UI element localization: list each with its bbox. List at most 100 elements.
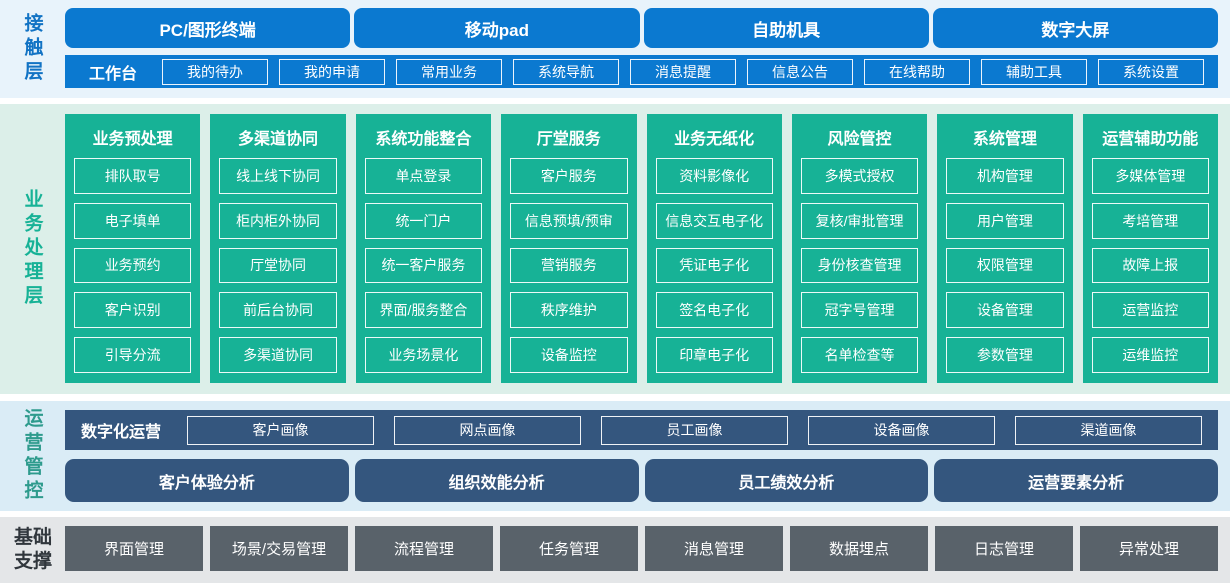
business-item: 凭证电子化 (655, 247, 773, 284)
terminal-row: PC/图形终端 移动pad 自助机具 数字大屏 (65, 8, 1218, 48)
column-operation-auxiliary-functions: 运营辅助功能 多媒体管理 考培管理 故障上报 运营监控 运维监控 (1082, 114, 1218, 383)
analytics-organization-efficiency: 组织效能分析 (354, 459, 639, 502)
business-layer-label: 业务处理层 (21, 189, 43, 309)
business-item: 用户管理 (946, 202, 1064, 239)
analytics-employee-performance: 员工绩效分析 (644, 459, 929, 502)
profile-device: 设备画像 (808, 415, 996, 445)
column-paperless-business: 业务无纸化 资料影像化 信息交互电子化 凭证电子化 签名电子化 印章电子化 (646, 114, 782, 383)
business-item: 排队取号 (74, 158, 192, 194)
workbench-bar: 工作台 我的待办 我的申请 常用业务 系统导航 消息提醒 信息公告 在线帮助 辅… (65, 55, 1218, 88)
business-item: 冠字号管理 (800, 292, 919, 329)
foundation-task-management: 任务管理 (500, 526, 638, 571)
business-item: 故障上报 (1091, 247, 1209, 284)
column-items: 多媒体管理 考培管理 故障上报 运营监控 运维监控 (1091, 158, 1209, 373)
business-item: 单点登录 (364, 158, 483, 194)
workbench-item-common-business: 常用业务 (396, 58, 503, 85)
business-item: 权限管理 (946, 247, 1064, 284)
business-layer-content: 业务预处理 排队取号 电子填单 业务预约 客户识别 引导分流 多渠道协同 线上线… (65, 114, 1218, 383)
column-items: 机构管理 用户管理 权限管理 设备管理 参数管理 (946, 158, 1064, 373)
business-item: 前后台协同 (219, 292, 337, 329)
column-multichannel-collaboration: 多渠道协同 线上线下协同 柜内柜外协同 厅堂协同 前后台协同 多渠道协同 (210, 114, 346, 383)
column-business-preprocessing: 业务预处理 排队取号 电子填单 业务预约 客户识别 引导分流 (65, 114, 201, 383)
section-foundation-layer: 基础支撑 界面管理 场景/交易管理 流程管理 任务管理 消息管理 数据埋点 日志… (0, 517, 1230, 583)
business-item: 印章电子化 (655, 337, 773, 373)
business-item: 设备监控 (510, 337, 628, 373)
business-item: 引导分流 (74, 337, 192, 373)
business-item: 名单检查等 (800, 337, 919, 373)
foundation-interface-management: 界面管理 (65, 526, 203, 571)
contact-layer-label: 接触层 (21, 13, 43, 85)
column-items: 单点登录 统一门户 统一客户服务 界面/服务整合 业务场景化 (364, 158, 483, 373)
analytics-operation-elements: 运营要素分析 (934, 459, 1218, 502)
workbench-item-applications: 我的申请 (279, 58, 386, 85)
column-risk-control: 风险管控 多模式授权 复核/审批管理 身份核查管理 冠字号管理 名单检查等 (791, 114, 928, 383)
foundation-exception-handling: 异常处理 (1080, 526, 1218, 571)
workbench-item-announcements: 信息公告 (747, 58, 854, 85)
business-item: 多渠道协同 (219, 337, 337, 373)
column-title: 系统功能整合 (375, 131, 472, 148)
column-title: 风险管控 (827, 131, 892, 148)
business-item: 机构管理 (946, 158, 1064, 194)
foundation-data-tracking: 数据埋点 (790, 526, 928, 571)
column-title: 业务无纸化 (674, 131, 755, 148)
foundation-layer-content: 界面管理 场景/交易管理 流程管理 任务管理 消息管理 数据埋点 日志管理 异常… (65, 526, 1218, 571)
column-title: 业务预处理 (92, 131, 173, 148)
digital-operations-bar: 数字化运营 客户画像 网点画像 员工画像 设备画像 渠道画像 (65, 410, 1218, 450)
terminal-self-service: 自助机具 (643, 8, 929, 48)
business-item: 运营监控 (1091, 292, 1209, 329)
business-item: 营销服务 (510, 247, 628, 284)
foundation-log-management: 日志管理 (935, 526, 1073, 571)
profile-channel: 渠道画像 (1015, 415, 1203, 445)
profile-customer: 客户画像 (187, 415, 375, 445)
business-item: 统一客户服务 (364, 247, 483, 284)
column-items: 线上线下协同 柜内柜外协同 厅堂协同 前后台协同 多渠道协同 (219, 158, 337, 373)
section-operations-layer: 运营管控 数字化运营 客户画像 网点画像 员工画像 设备画像 渠道画像 客户体验… (0, 401, 1230, 511)
business-item: 界面/服务整合 (364, 292, 483, 329)
operations-layer-content: 数字化运营 客户画像 网点画像 员工画像 设备画像 渠道画像 客户体验分析 组织… (65, 410, 1218, 502)
contact-layer-content: PC/图形终端 移动pad 自助机具 数字大屏 工作台 我的待办 我的申请 常用… (65, 8, 1218, 88)
foundation-message-management: 消息管理 (645, 526, 783, 571)
foundation-scene-transaction-management: 场景/交易管理 (210, 526, 348, 571)
analytics-row: 客户体验分析 组织效能分析 员工绩效分析 运营要素分析 (65, 459, 1218, 502)
workbench-item-system-settings: 系统设置 (1098, 58, 1205, 85)
analytics-customer-experience: 客户体验分析 (65, 459, 349, 502)
business-item: 资料影像化 (655, 158, 773, 194)
workbench-item-online-help: 在线帮助 (864, 58, 971, 85)
terminal-mobile-pad: 移动pad (354, 8, 640, 48)
section-business-layer: 业务处理层 业务预处理 排队取号 电子填单 业务预约 客户识别 引导分流 多渠道… (0, 104, 1230, 394)
business-item: 电子填单 (74, 202, 192, 239)
workbench-item-message-alert: 消息提醒 (630, 58, 737, 85)
business-item: 客户识别 (74, 292, 192, 329)
column-items: 多模式授权 复核/审批管理 身份核查管理 冠字号管理 名单检查等 (800, 158, 919, 373)
foundation-layer-label: 基础支撑 (13, 527, 52, 572)
workbench-item-aux-tools: 辅助工具 (981, 58, 1088, 85)
business-item: 信息预填/预审 (510, 202, 628, 239)
foundation-process-management: 流程管理 (355, 526, 493, 571)
column-items: 排队取号 电子填单 业务预约 客户识别 引导分流 (74, 158, 192, 373)
business-item: 业务预约 (74, 247, 192, 284)
column-items: 客户服务 信息预填/预审 营销服务 秩序维护 设备监控 (510, 158, 628, 373)
column-lobby-services: 厅堂服务 客户服务 信息预填/预审 营销服务 秩序维护 设备监控 (501, 114, 637, 383)
business-item: 身份核查管理 (800, 247, 919, 284)
business-item: 复核/审批管理 (800, 202, 919, 239)
column-title: 系统管理 (972, 131, 1037, 148)
business-item: 设备管理 (946, 292, 1064, 329)
business-item: 客户服务 (510, 158, 628, 194)
workbench-label: 工作台 (89, 65, 138, 83)
business-item: 运维监控 (1091, 337, 1209, 373)
profile-employee: 员工画像 (601, 415, 789, 445)
business-item: 线上线下协同 (219, 158, 337, 194)
column-title: 厅堂服务 (536, 131, 601, 148)
section-contact-layer: 接触层 PC/图形终端 移动pad 自助机具 数字大屏 工作台 我的待办 我的申… (0, 0, 1230, 98)
business-item: 多模式授权 (800, 158, 919, 194)
business-item: 参数管理 (946, 337, 1064, 373)
terminal-pc: PC/图形终端 (65, 8, 351, 48)
column-title: 运营辅助功能 (1102, 131, 1199, 148)
workbench-item-system-nav: 系统导航 (513, 58, 620, 85)
business-item: 考培管理 (1091, 202, 1209, 239)
operations-layer-label: 运营管控 (21, 408, 43, 504)
business-item: 信息交互电子化 (655, 202, 773, 239)
workbench-item-todo: 我的待办 (162, 58, 269, 85)
business-item: 业务场景化 (364, 337, 483, 373)
